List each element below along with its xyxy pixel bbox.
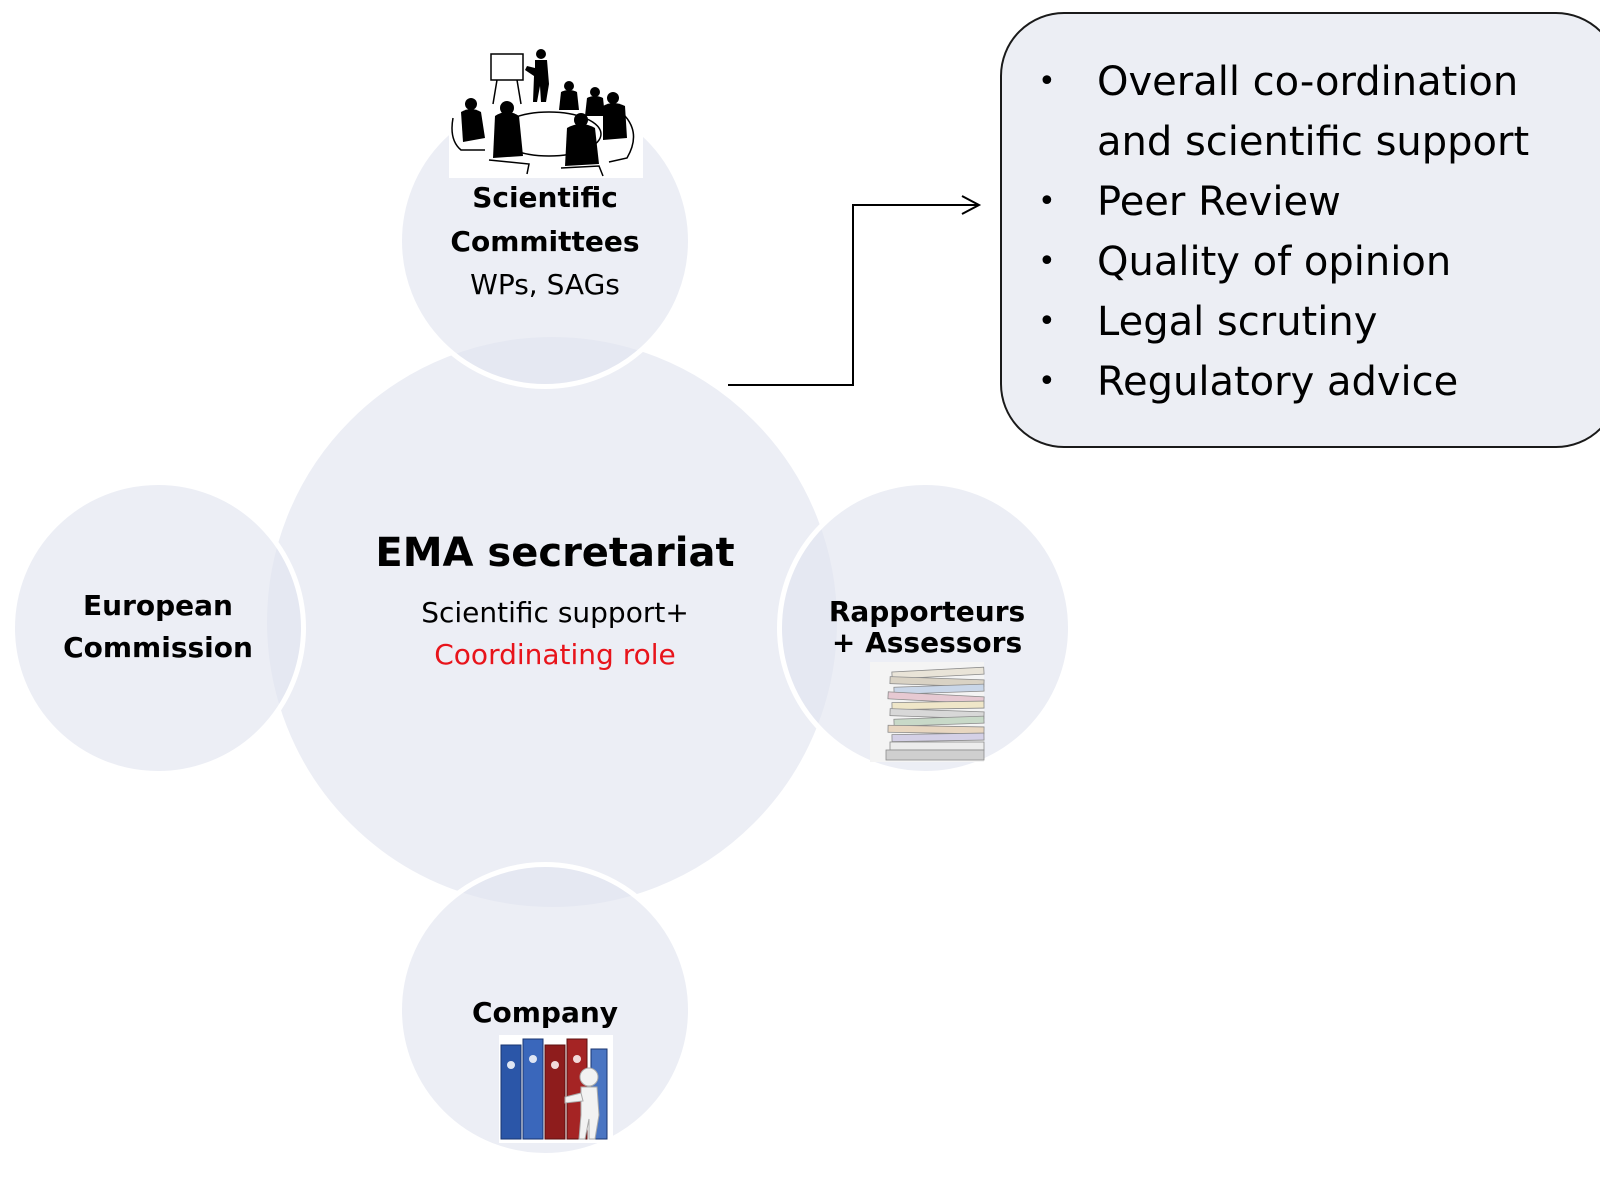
rapporteurs-label-line1: Rapporteurs: [828, 595, 1026, 628]
scientific-committees-sublabel: WPs, SAGs: [470, 268, 620, 301]
binders-figure-icon: [499, 1035, 613, 1143]
rapporteurs-label-line2: + Assessors: [831, 626, 1023, 659]
ema-secretariat-role: Coordinating role: [434, 638, 676, 671]
list-item: Regulatory advice: [1000, 352, 1600, 412]
responsibilities-list: Overall co-ordination and scientific sup…: [1000, 52, 1600, 412]
european-commission-label-line1: European: [83, 589, 233, 622]
european-commission-label-line2: Commission: [63, 631, 253, 664]
list-item: Quality of opinion: [1000, 232, 1600, 292]
ema-secretariat-subtitle: Scientific support+: [421, 596, 689, 629]
scientific-committees-label-line1: Scientific: [472, 181, 618, 214]
list-item: Overall co-ordination and scientific sup…: [1000, 52, 1600, 172]
list-item: Peer Review: [1000, 172, 1600, 232]
european-commission-circle: [10, 480, 306, 776]
company-label: Company: [471, 996, 619, 1029]
meeting-silhouettes-icon: [449, 46, 643, 178]
ema-secretariat-title: EMA secretariat: [375, 530, 735, 576]
list-item: Legal scrutiny: [1000, 292, 1600, 352]
scientific-committees-label-line2: Committees: [450, 225, 640, 258]
paper-stack-icon: [870, 662, 985, 762]
ema-secretariat-circle: [262, 332, 842, 912]
